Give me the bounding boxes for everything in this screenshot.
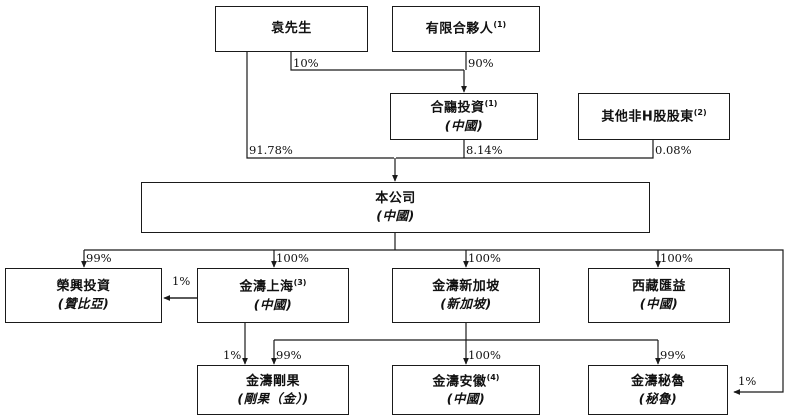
edge-label-singapore-anhui: 100% — [468, 348, 501, 362]
footnote-marker: (1) — [493, 20, 507, 30]
edge-label-company-xizang: 100% — [660, 251, 693, 265]
edge-label-singapore-peru: 99% — [660, 348, 686, 362]
edge-label-otherh-company: 0.08% — [655, 143, 692, 157]
footnote-marker: (3) — [293, 278, 307, 288]
node-rongxing-investment[interactable]: 榮興投資 (贊比亞) — [5, 268, 162, 323]
node-jintao-anhui[interactable]: 金濤安徽(4) (中國) — [392, 365, 540, 415]
edge-label-yuan-heshu: 10% — [293, 56, 319, 70]
node-jintao-peru[interactable]: 金濤秘魯 (秘魯) — [588, 365, 728, 415]
node-other-non-h-shareholders[interactable]: 其他非H股股東(2) — [578, 93, 730, 140]
node-jurisdiction: (中國) — [444, 117, 484, 133]
node-the-company[interactable]: 本公司 (中國) — [141, 182, 650, 233]
node-label: 西藏匯益 — [631, 279, 686, 295]
edge-label-company-rongxing: 99% — [86, 251, 112, 265]
node-label: 榮興投資 — [56, 279, 111, 295]
node-jurisdiction: (新加坡) — [440, 296, 492, 312]
node-jurisdiction: (中國) — [639, 296, 679, 312]
node-xizang-huiyi[interactable]: 西藏匯益 (中國) — [588, 268, 730, 323]
node-label: 金濤秘魯 — [630, 373, 685, 389]
edge-label-shanghai-rongxing: 1% — [172, 274, 191, 288]
node-jintao-singapore[interactable]: 金濤新加坡 (新加坡) — [392, 268, 540, 323]
node-label: 有限合夥人(1) — [425, 20, 507, 37]
node-jintao-shanghai[interactable]: 金濤上海(3) (中國) — [197, 268, 349, 323]
node-jurisdiction: (中國) — [446, 391, 486, 407]
node-yuan-mr[interactable]: 袁先生 — [215, 6, 368, 52]
node-label: 合鬺投資(1) — [430, 99, 498, 116]
node-label: 金濤新加坡 — [432, 279, 500, 295]
node-label: 本公司 — [375, 191, 416, 207]
node-jintao-congo[interactable]: 金濤剛果 (剛果（金）) — [197, 365, 349, 415]
node-jurisdiction: (贊比亞) — [57, 296, 110, 312]
footnote-marker: (4) — [486, 372, 500, 382]
node-label: 其他非H股股東(2) — [601, 107, 707, 125]
node-label: 金濤安徽(4) — [432, 372, 500, 390]
node-label: 金濤上海(3) — [239, 278, 307, 295]
edge-label-company-singapore: 100% — [468, 251, 501, 265]
footnote-marker: (1) — [484, 99, 498, 109]
edge-label-yuan-company: 91.78% — [249, 143, 293, 157]
node-label: 袁先生 — [271, 20, 312, 36]
node-jurisdiction: (剛果（金）) — [237, 390, 309, 406]
node-label: 金濤剛果 — [245, 373, 300, 389]
edge-label-singapore-congo: 99% — [276, 348, 302, 362]
node-limited-partners[interactable]: 有限合夥人(1) — [392, 6, 540, 52]
edge-label-company-shanghai: 100% — [276, 251, 309, 265]
footnote-marker: (2) — [693, 107, 707, 117]
node-jurisdiction: (中國) — [376, 208, 415, 224]
edge-label-lp-heshu: 90% — [468, 56, 494, 70]
edge-label-heshu-company: 8.14% — [466, 143, 503, 157]
node-heshu-investment[interactable]: 合鬺投資(1) (中國) — [390, 93, 538, 140]
node-jurisdiction: (秘魯) — [638, 390, 678, 406]
node-jurisdiction: (中國) — [253, 296, 293, 312]
edge-label-xizang-peru: 1% — [738, 374, 757, 388]
edge-label-shanghai-congo: 1% — [223, 348, 242, 362]
